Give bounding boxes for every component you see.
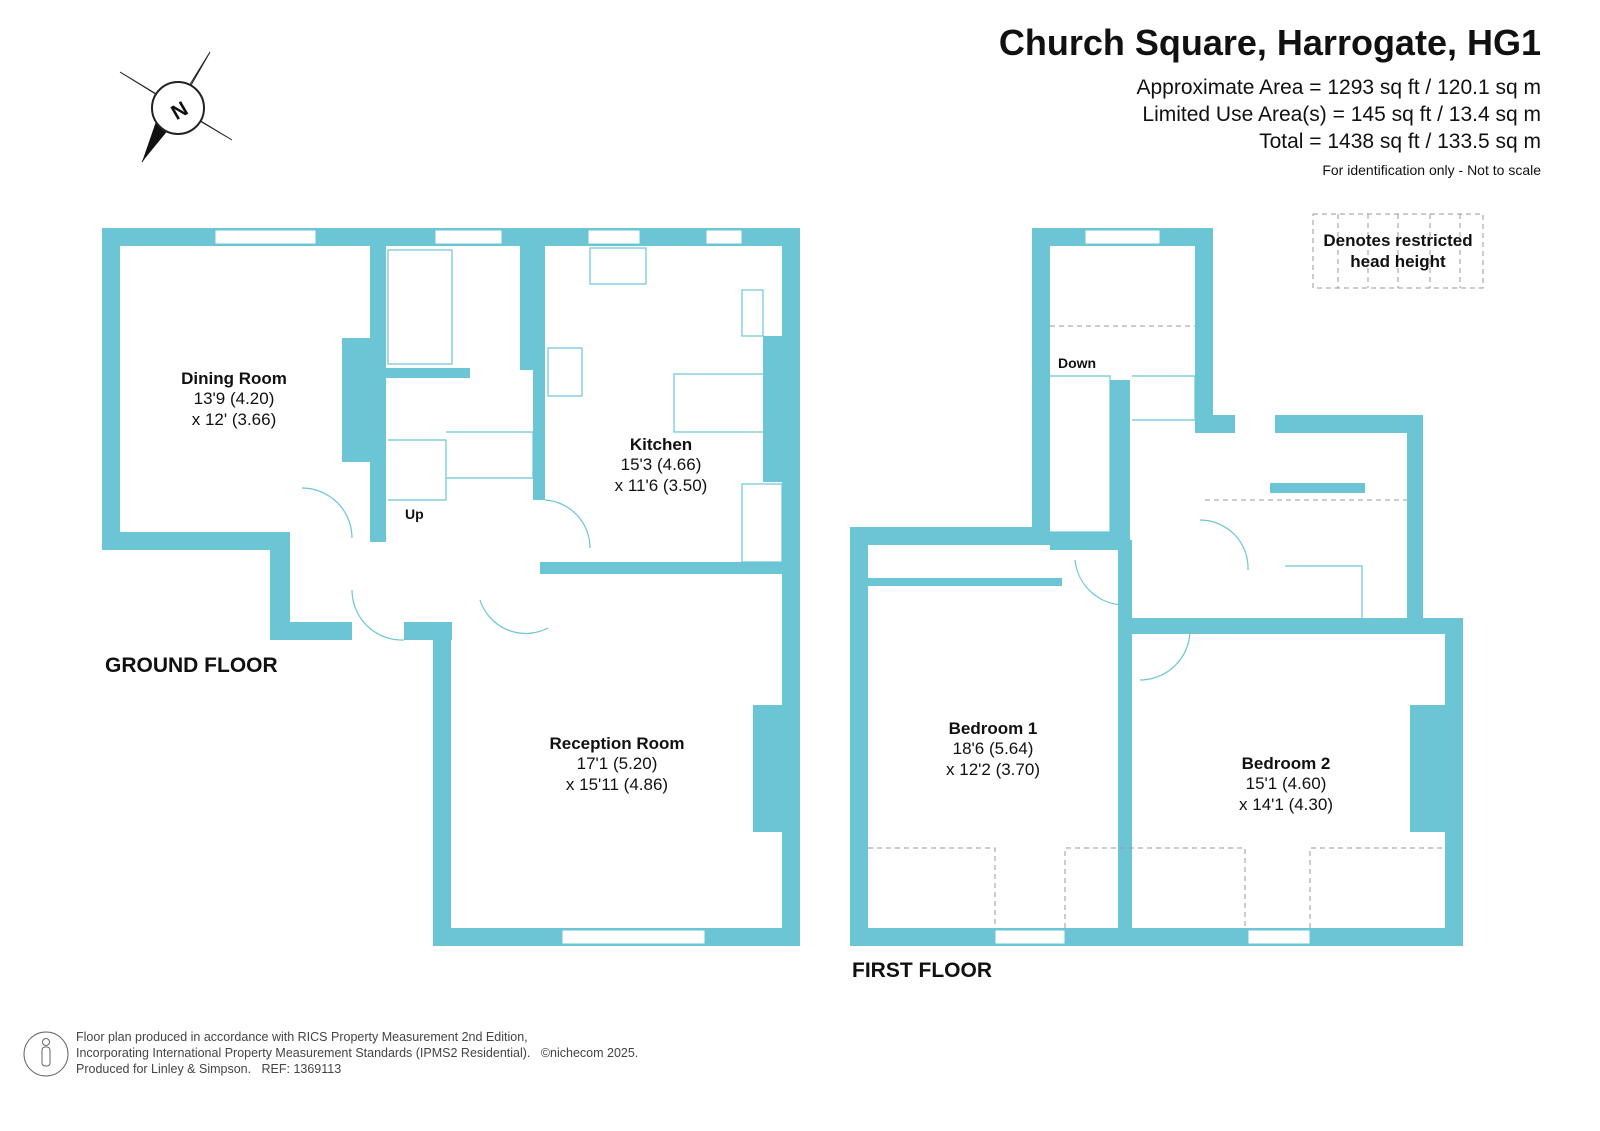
- scale-note: For identification only - Not to scale: [1322, 162, 1541, 178]
- reception-room-dim1: 17'1 (5.20): [577, 754, 658, 773]
- ground-floor-label: GROUND FLOOR: [105, 654, 278, 677]
- bedroom-1-dim2: x 12'2 (3.70): [946, 760, 1040, 779]
- compass-icon: N: [119, 51, 233, 163]
- limited-use-area: Limited Use Area(s) = 145 sq ft / 13.4 s…: [1142, 103, 1541, 126]
- restricted-height-legend: Denotes restricted head height: [1312, 213, 1484, 289]
- reception-room-dim2: x 15'11 (4.86): [566, 775, 668, 794]
- approximate-area: Approximate Area = 1293 sq ft / 120.1 sq…: [1136, 76, 1542, 99]
- first-floor-label: FIRST FLOOR: [852, 959, 992, 982]
- legend-line1: Denotes restricted: [1323, 231, 1472, 250]
- stairs-down-label: Down: [1058, 355, 1096, 371]
- total-area: Total = 1438 sq ft / 133.5 sq m: [1259, 130, 1541, 153]
- ground-floor-walls: [102, 228, 800, 946]
- bedroom-2-dim2: x 14'1 (4.30): [1239, 795, 1333, 814]
- kitchen-dim1: 15'3 (4.66): [621, 455, 702, 474]
- person-icon: [23, 1031, 69, 1077]
- dining-room-dim1: 13'9 (4.20): [194, 389, 275, 408]
- property-title: Church Square, Harrogate, HG1: [998, 22, 1541, 63]
- footer-line2: Incorporating International Property Mea…: [76, 1046, 639, 1060]
- bedroom-1-dim1: 18'6 (5.64): [953, 739, 1034, 758]
- dining-room-dim2: x 12' (3.66): [192, 410, 277, 429]
- footer-line1: Floor plan produced in accordance with R…: [76, 1030, 528, 1044]
- legend-line2: head height: [1350, 252, 1446, 271]
- kitchen-label: Kitchen: [630, 435, 692, 454]
- dining-room-label: Dining Room: [181, 369, 287, 388]
- bedroom-2-label: Bedroom 2: [1242, 754, 1331, 773]
- first-floor-walls: [850, 228, 1463, 946]
- kitchen-dim2: x 11'6 (3.50): [615, 476, 708, 495]
- bedroom-1-label: Bedroom 1: [949, 719, 1038, 738]
- stairs-up-label: Up: [405, 506, 424, 522]
- footer-line3: Produced for Linley & Simpson. REF: 1369…: [76, 1062, 342, 1076]
- reception-room-label: Reception Room: [549, 734, 684, 753]
- bedroom-2-dim1: 15'1 (4.60): [1246, 774, 1327, 793]
